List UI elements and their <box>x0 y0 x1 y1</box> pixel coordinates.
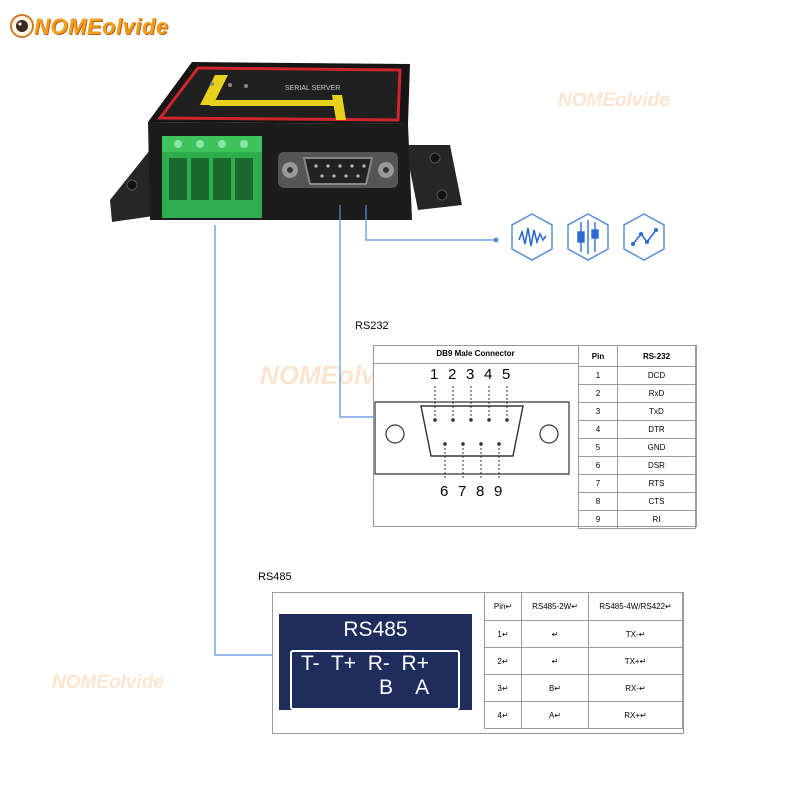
rs485-terminal-ab-labels: B A <box>379 676 430 699</box>
db9-pin-label: 8 <box>476 483 485 500</box>
db9-pin-label: 9 <box>494 483 503 500</box>
db9-pin-label: 4 <box>484 366 493 383</box>
table-header: Pin <box>578 345 618 367</box>
table-cell: GND <box>617 438 696 457</box>
db9-connector-title: DB9 Male Connector <box>373 345 578 364</box>
table-cell: DSR <box>617 456 696 475</box>
watermark: NOMEolvide <box>558 90 670 111</box>
table-cell: 5 <box>578 438 618 457</box>
device-panel-label: SERIAL SERVER <box>285 85 340 92</box>
db9-pin-label: 2 <box>448 366 457 383</box>
table-cell: RxD <box>617 384 696 403</box>
table-cell: 2↵ <box>484 647 522 675</box>
db9-connector-diagram <box>374 386 570 480</box>
db9-pin-label: 5 <box>502 366 511 383</box>
table-cell: 2 <box>578 384 618 403</box>
table-cell: 3↵ <box>484 674 522 702</box>
table-cell: TX-↵ <box>588 620 683 648</box>
logo-text: NOMEolvide <box>34 14 169 39</box>
table-row: 1↵↵TX-↵ <box>484 620 683 648</box>
watermark: NOMEolvide <box>52 672 164 693</box>
waveform-icon <box>511 213 553 261</box>
table-header: RS485-4W/RS422↵ <box>588 592 683 621</box>
table-cell: 6 <box>578 456 618 475</box>
rs485-panel-title: RS485 <box>343 618 408 641</box>
table-cell: TxD <box>617 402 696 421</box>
db9-pin-label: 3 <box>466 366 475 383</box>
db9-pin-label: 6 <box>440 483 449 500</box>
table-cell: RX-↵ <box>588 674 683 702</box>
table-cell: RTS <box>617 474 696 493</box>
table-header: RS-232 <box>617 345 696 367</box>
table-cell: 7 <box>578 474 618 493</box>
resistor-sensor-icon <box>567 213 609 261</box>
rs485-terminal-labels: T- T+ R- R+ <box>301 652 429 675</box>
table-row: 2↵↵TX+↵ <box>484 647 683 675</box>
brand-logo: NOMEolvide <box>4 6 204 46</box>
wire-rs485 <box>214 225 277 656</box>
table-cell: A↵ <box>521 701 589 729</box>
table-cell: TX+↵ <box>588 647 683 675</box>
db9-pin-label: 7 <box>458 483 467 500</box>
serial-server-device: SERIAL SERVER <box>110 62 462 222</box>
table-header: Pin↵ <box>484 592 522 621</box>
table-cell: ↵ <box>521 620 589 648</box>
table-cell: B↵ <box>521 674 589 702</box>
mounting-ear-right <box>405 145 462 210</box>
table-cell: ↵ <box>521 647 589 675</box>
table-cell: 1↵ <box>484 620 522 648</box>
table-cell: DCD <box>617 366 696 385</box>
rs232-section-label: RS232 <box>355 320 389 332</box>
db9-port <box>278 152 398 188</box>
rs485-terminal-panel: RS485 T- T+ R- R+ B A <box>279 614 472 710</box>
table-cell: RX+↵ <box>588 701 683 729</box>
table-cell: DTR <box>617 420 696 439</box>
db9-pin-label: 1 <box>430 366 439 383</box>
line-graph-icon <box>623 213 665 261</box>
table-row: 3↵B↵RX-↵ <box>484 674 683 702</box>
table-cell: 8 <box>578 492 618 511</box>
wire-rs232 <box>339 205 375 418</box>
rs485-terminal-frame <box>290 650 460 710</box>
table-cell: 4↵ <box>484 701 522 729</box>
table-cell: 9 <box>578 510 618 529</box>
table-cell: RI <box>617 510 696 529</box>
table-cell: CTS <box>617 492 696 511</box>
table-cell: 3 <box>578 402 618 421</box>
table-row: 4↵A↵RX+↵ <box>484 701 683 729</box>
wire-sensor <box>365 205 494 241</box>
table-cell: 4 <box>578 420 618 439</box>
table-cell: 1 <box>578 366 618 385</box>
astronaut-mascot-icon <box>10 14 34 38</box>
rs485-section-label: RS485 <box>258 571 292 583</box>
rs485-pin-table: Pin↵ RS485-2W↵ RS485-4W/RS422↵ 1↵↵TX-↵ 2… <box>484 592 683 729</box>
table-header: RS485-2W↵ <box>521 592 589 621</box>
